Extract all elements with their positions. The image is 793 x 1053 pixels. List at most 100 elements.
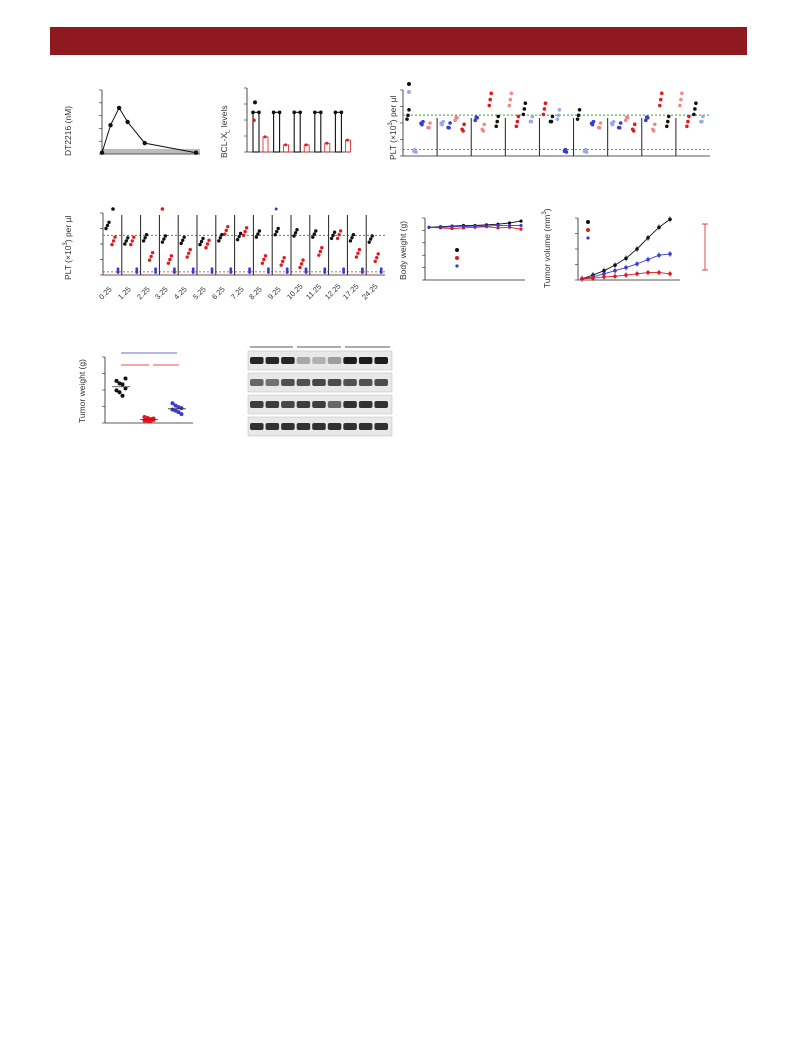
outlier-point <box>274 207 278 211</box>
blot-band <box>265 423 280 430</box>
data-point-black <box>123 242 127 246</box>
data-point-black <box>251 110 255 115</box>
data-point <box>173 408 178 413</box>
plt-time-plot <box>100 207 385 276</box>
data-point <box>686 119 690 124</box>
blot-band <box>343 423 357 430</box>
data-point-blue <box>379 267 383 271</box>
blot-band <box>343 379 357 386</box>
pk-concentration-chart: DT2216 (nM) <box>60 80 210 160</box>
blot-band <box>265 379 280 386</box>
data-point-red <box>226 224 230 229</box>
data-point <box>125 119 130 125</box>
data-point-blue <box>248 267 252 271</box>
data-point-black <box>313 110 317 115</box>
data-point-blue <box>173 267 176 271</box>
data-point-black <box>350 236 354 240</box>
data-point-blue <box>323 267 327 271</box>
data-point <box>461 129 465 133</box>
data-point-red <box>129 242 133 247</box>
blot-band <box>327 401 342 408</box>
data-point-red <box>263 254 268 258</box>
data-point-blue <box>304 267 308 271</box>
data-point <box>678 103 682 108</box>
data-point-blue <box>210 267 214 271</box>
data-point <box>151 416 156 421</box>
data-point <box>461 225 466 229</box>
data-point <box>120 393 125 398</box>
data-point <box>515 119 520 124</box>
data-point-red <box>299 262 304 266</box>
data-point-red <box>375 255 379 260</box>
data-point-black <box>257 229 262 233</box>
data-point-red <box>376 252 380 256</box>
data-point <box>427 225 431 229</box>
data-point <box>148 419 153 424</box>
bar-black <box>334 111 342 153</box>
data-point <box>453 118 457 123</box>
data-point <box>123 376 128 381</box>
data-point <box>549 119 554 124</box>
bar-red <box>262 136 269 153</box>
data-point-black <box>298 110 302 115</box>
data-point <box>173 403 178 408</box>
data-point-black <box>277 110 282 115</box>
data-point-black <box>162 237 166 241</box>
data-point <box>179 412 184 417</box>
data-point-black <box>367 240 371 244</box>
data-point-red <box>317 253 321 257</box>
data-point <box>557 108 562 112</box>
data-point <box>657 103 662 108</box>
legend-marker <box>455 248 459 252</box>
data-point <box>687 114 691 119</box>
data-point <box>598 121 603 125</box>
blot-band <box>374 379 388 386</box>
data-point <box>542 107 547 111</box>
data-point <box>514 124 519 129</box>
data-point <box>509 91 514 96</box>
data-point <box>701 114 705 119</box>
data-point-black <box>107 220 111 224</box>
data-point-black <box>275 229 279 234</box>
data-point <box>664 124 669 129</box>
data-point-red <box>204 246 208 250</box>
data-point <box>473 224 477 228</box>
data-point <box>665 119 670 124</box>
outlier-point <box>407 90 411 94</box>
data-point <box>632 122 637 127</box>
data-point <box>142 415 147 420</box>
data-point-black <box>370 234 374 238</box>
tumor-volume-chart: Tumor volume (mm3) <box>540 208 720 290</box>
data-point <box>516 114 521 119</box>
data-point-black <box>369 237 373 241</box>
data-point-red <box>373 259 377 264</box>
data-point-black <box>329 236 334 241</box>
data-point <box>541 112 546 117</box>
data-point <box>488 97 493 102</box>
data-point-black <box>126 236 130 240</box>
outlier-point <box>407 82 411 86</box>
data-point <box>645 115 650 120</box>
legend-marker <box>586 236 590 240</box>
data-point-black <box>257 110 261 115</box>
data-point <box>142 140 147 146</box>
blot-band <box>374 357 388 364</box>
blot-band <box>296 379 311 386</box>
bar-red <box>344 139 351 153</box>
data-point <box>441 119 445 124</box>
header-banner <box>50 27 747 55</box>
data-point-red <box>318 249 322 254</box>
outlier-point <box>111 207 115 211</box>
data-point-red <box>357 247 362 252</box>
outlier-point <box>160 207 165 211</box>
data-point <box>448 121 452 125</box>
data-point-blue <box>135 267 139 271</box>
data-point <box>438 225 443 229</box>
legend-marker <box>455 264 459 268</box>
data-point-black <box>199 239 204 244</box>
data-point-black <box>331 233 335 238</box>
data-point-black <box>160 240 165 244</box>
data-point-black <box>314 229 318 233</box>
data-point-red <box>110 242 114 247</box>
